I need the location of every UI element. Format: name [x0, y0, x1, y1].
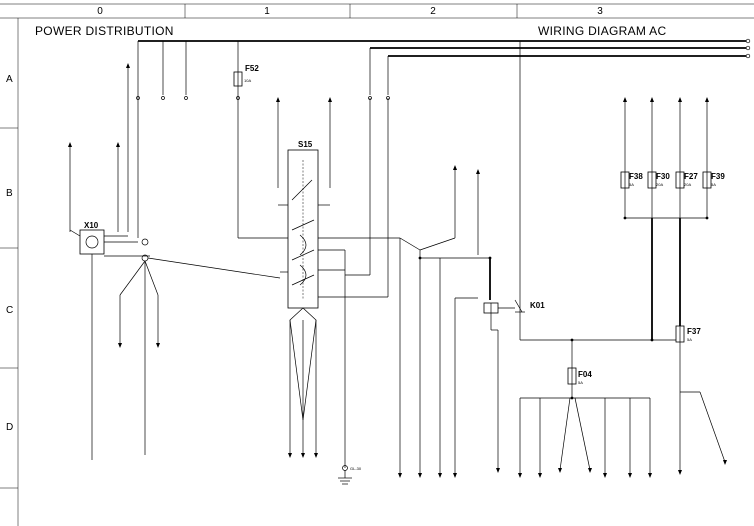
fuse-f30-label: F30 [656, 172, 670, 181]
grid-row-labels: A B C D [6, 74, 13, 433]
fuse-f52-rating: 10A [244, 78, 251, 83]
reference-arrows-left [68, 63, 332, 232]
switch-s15-label: S15 [298, 140, 313, 149]
fuse-f37: F37 5A [675, 325, 727, 475]
connector-x10: X10 [69, 221, 150, 460]
power-rails [138, 38, 751, 59]
left-title: POWER DISTRIBUTION [35, 24, 174, 38]
fuse-f27-rating: 20A [684, 182, 691, 187]
grid-column-labels: 0 1 2 3 [97, 6, 603, 17]
rail-drops-left [136, 41, 521, 340]
column-label: 3 [597, 6, 603, 17]
fuse-f39-label: F39 [711, 172, 725, 181]
pin-markers [418, 216, 709, 400]
relay-k01-label: K01 [530, 301, 545, 310]
fuse-f04-rating: 5A [578, 380, 583, 385]
row-label: A [6, 74, 13, 85]
row-label: C [6, 305, 13, 316]
bottom-right-branches [518, 397, 652, 478]
fuse-f30-rating: 20A [656, 182, 663, 187]
fuse-f37-rating: 5A [687, 337, 692, 342]
fuse-f27-label: F27 [684, 172, 698, 181]
sheet-frame [0, 3, 754, 526]
right-title: WIRING DIAGRAM AC [538, 24, 666, 38]
column-label: 0 [97, 6, 103, 17]
middle-circuit [398, 165, 491, 478]
fuse-f04-label: F04 [578, 370, 592, 379]
fuse-f04: F04 5A [520, 340, 650, 399]
relay-k01: K01 [483, 299, 680, 473]
fuse-f37-label: F37 [687, 327, 701, 336]
fuse-f39-rating: 5A [711, 182, 716, 187]
ground-node [118, 238, 281, 455]
row-label: B [6, 188, 13, 199]
fuse-f52: F52 10A [233, 41, 259, 238]
column-label: 1 [264, 6, 270, 17]
fuse-bank: F38 5A F30 20A F27 20A F39 5A [620, 97, 725, 340]
connector-x10-label: X10 [84, 221, 99, 230]
fuse-f38-label: F38 [629, 172, 643, 181]
fuse-f52-label: F52 [245, 64, 259, 73]
ground-symbol: GL-30 [338, 400, 362, 485]
fuse-f38-rating: 5A [629, 182, 634, 187]
switch-s15: S15 [238, 98, 400, 458]
ground-label: GL-30 [350, 466, 362, 471]
row-label: D [6, 422, 13, 433]
column-label: 2 [430, 6, 436, 17]
